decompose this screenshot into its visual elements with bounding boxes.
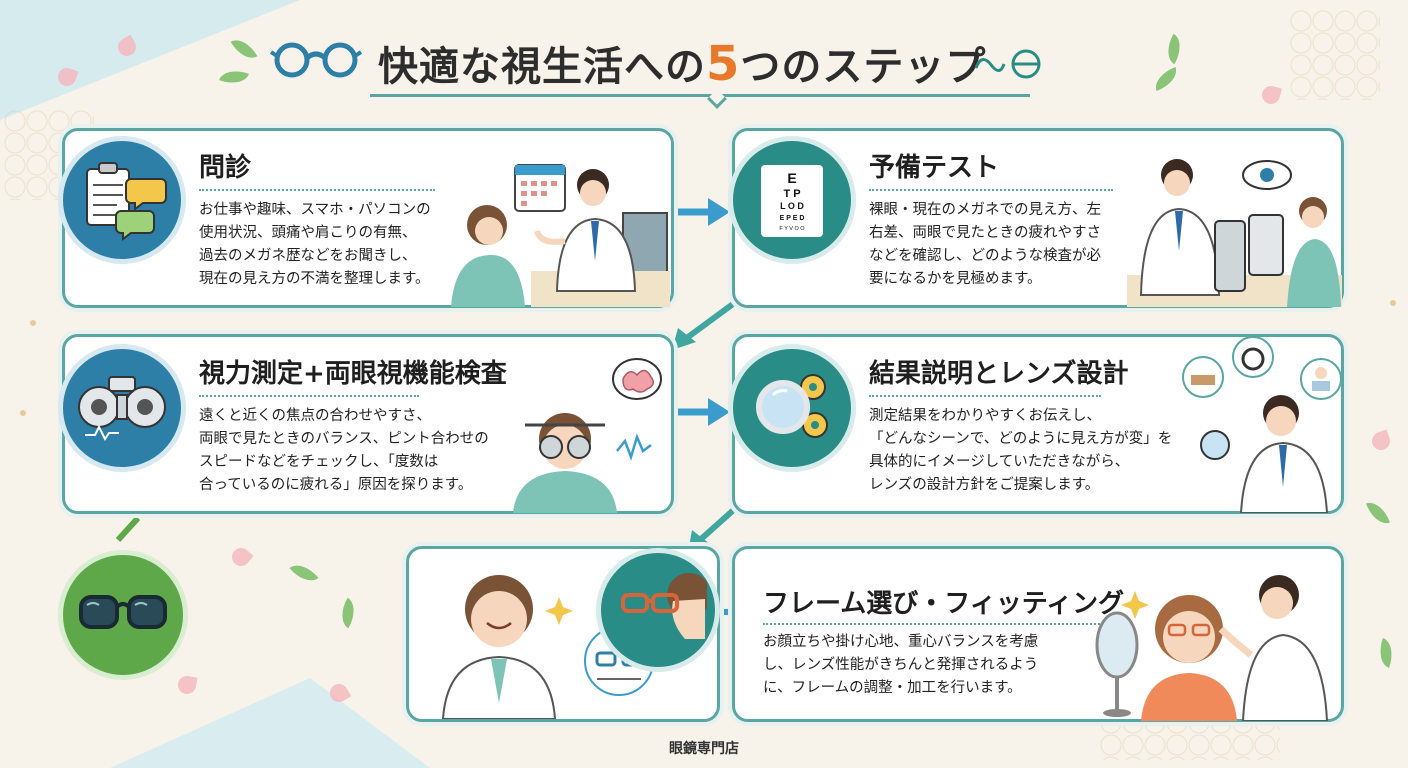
hand-mirror-icon [1095,611,1139,679]
step-title: フレーム選び・フィッティング [763,589,1125,619]
eye-chart-icon: E T P L O D E P E D F Y V O O [761,165,823,237]
step-description: 遠くと近くの焦点の合わせやすさ、両眼で見たときのバランス、ピント合わせのスピード… [199,408,489,493]
frame-fitting-illustration [1095,575,1329,721]
bg-bottom-triangle [110,678,430,768]
step-description: 裸眼・現在のメガネでの見え方、左右差、両眼で見たときの疲れやすさなどを確認し、ど… [869,202,1101,287]
step-card-vision-test: 視力測定+両眼視機能検査 遠くと近くの焦点の合わせやすさ、両眼で見たときのバラン… [62,334,674,514]
bg-lattice-pattern [1290,10,1380,100]
step-description: 測定結果をわかりやすくお伝えし、「どんなシーンで、どのように見え方が変」を具体的… [869,408,1173,493]
step-icon-circle: E T P L O D E P E D F Y V O O [728,136,856,264]
svg-text:E: E [787,170,796,186]
bg-dot [1390,300,1396,306]
footer-store-name: 眼鏡専門店 [669,741,739,757]
phoropter-icon [78,376,166,441]
page-title: 快適な視生活への5つのステップ [378,36,987,92]
sparkle-icon [545,597,573,625]
step-icon-circle [58,136,186,264]
step-icon-circle [596,548,720,672]
eye-examination-illustration [1127,159,1342,307]
step-card-frame-fitting: フレーム選び・フィッティング お顔立ちや掛け心地、重心バランスを考慮し、レンズ性… [732,546,1344,722]
steering-wheel-icon [1232,337,1274,378]
glasses-icon [270,42,362,78]
step-icon-circle [728,344,856,472]
chat-bubble-icon [115,210,155,241]
svg-text:L O D: L O D [780,201,804,211]
bg-dot [20,410,26,416]
magnifier-gear-icon [756,374,828,438]
brain-icon [622,369,654,393]
binocular-test-illustration [513,358,662,513]
chat-bubble-icon [125,178,167,211]
svg-text:F Y V O O: F Y V O O [779,226,805,232]
lens-explanation-illustration [1182,337,1342,513]
frame-selection-illustration [441,575,654,719]
doctor-consultation-illustration [451,164,670,307]
result-glasses-circle [58,550,188,680]
title-divider [199,395,419,397]
svg-text:E P E D: E P E D [780,215,805,222]
step-title: 予備テスト [869,153,1000,183]
step-title: 結果説明とレンズ設計 [869,359,1129,389]
title-divider [869,395,1101,397]
green-glasses-icon [79,595,167,629]
step-title: 視力測定+両眼視機能検査 [199,359,507,389]
title-divider [763,623,1103,625]
step-icon-circle [58,344,186,472]
step-title: 問診 [199,153,252,183]
step-description: お顔立ちや掛け心地、重心バランスを考慮し、レンズ性能がきちんと発揮されるように、… [763,634,1039,696]
title-underline [370,94,1030,97]
sparkle-icon [1121,591,1149,619]
title-divider [199,189,435,191]
step-description: お仕事や趣味、スマホ・パソコンの使用状況、頭痛や肩こりの有無、過去のメガネ歴など… [199,202,431,287]
title-divider [869,189,1113,191]
bg-corner-triangle [0,0,300,120]
glasses-sketch-icon [974,49,1041,79]
title-banner: 快適な視生活への5つのステップ [270,28,1041,109]
clipboard-icon [86,162,167,241]
trying-glasses-icon [621,573,707,639]
bg-dot [30,320,36,326]
svg-text:T P: T P [783,188,800,200]
